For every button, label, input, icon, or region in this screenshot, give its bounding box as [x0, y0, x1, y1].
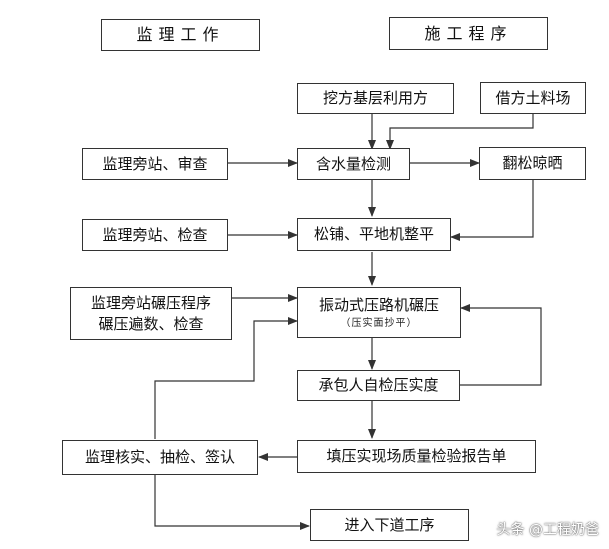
box-moisture-test: 含水量检测: [297, 148, 410, 180]
box-vibratory-compaction: 振动式压路机碾压 （压实面抄平）: [297, 287, 461, 338]
box-next-process: 进入下道工序: [310, 509, 469, 541]
arrow-selfcheck-loop: [460, 304, 542, 386]
arrow-borrow-to-moisture: [386, 113, 534, 150]
box-turning-drying: 翻松晾晒: [479, 147, 586, 180]
arrow-verify-to-next: [154, 475, 310, 530]
compaction-label: 振动式压路机碾压: [318, 295, 439, 314]
box-supervision-check: 监理旁站、检查: [82, 219, 228, 251]
arrow-turning-to-spreading: [450, 179, 534, 241]
header-construction: 施工程序: [389, 17, 548, 50]
box-quality-report: 填压实现场质量检验报告单: [297, 440, 536, 473]
rolling-label-line2: 碾压遍数、检查: [98, 314, 204, 333]
box-supervision-rolling: 监理旁站碾压程序 碾压遍数、检查: [70, 287, 232, 340]
rolling-label-line1: 监理旁站碾压程序: [90, 294, 211, 313]
box-contractor-self-check: 承包人自检压实度: [297, 370, 460, 401]
box-borrow-pit: 借方土料场: [480, 82, 586, 114]
header-supervision: 监理工作: [101, 19, 260, 51]
box-supervision-verify: 监理核实、抽检、签认: [62, 440, 258, 475]
arrow-verify-loop: [154, 317, 298, 439]
compaction-note: （压实面抄平）: [340, 317, 418, 329]
box-excavation: 挖方基层利用方: [297, 83, 454, 114]
box-spreading-leveling: 松铺、平地机整平: [297, 218, 451, 251]
watermark: 头条 @工程奶爸: [496, 522, 599, 538]
box-supervision-review: 监理旁站、审查: [82, 148, 228, 180]
